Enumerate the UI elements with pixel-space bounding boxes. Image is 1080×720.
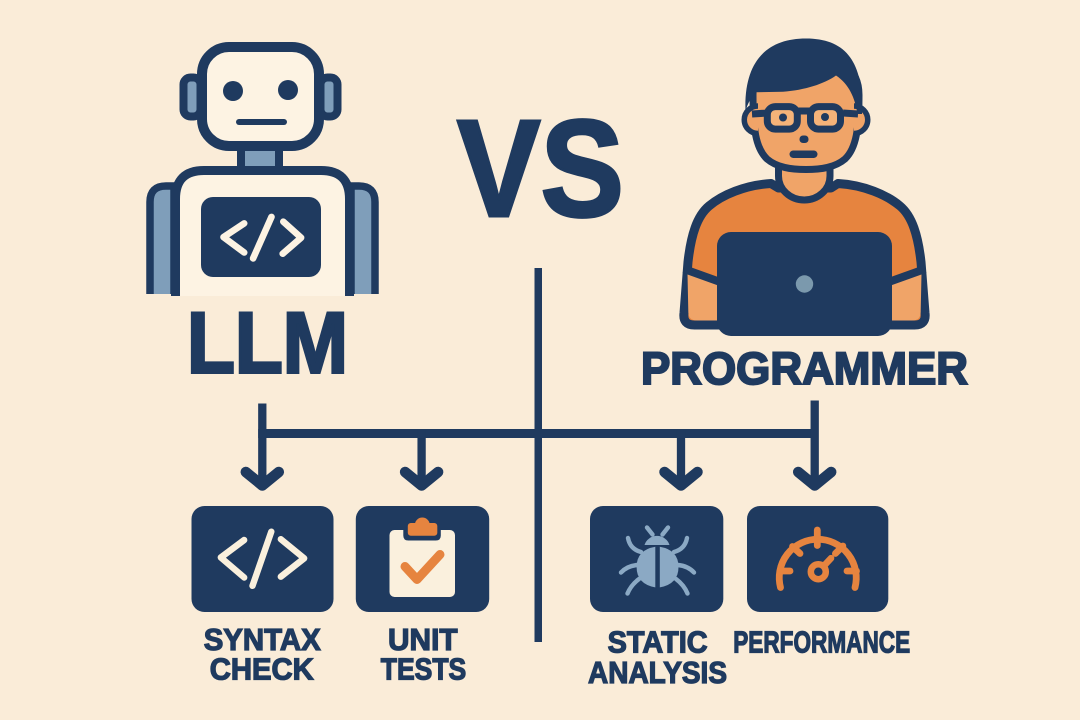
svg-text:LLM: LLM	[187, 296, 348, 392]
svg-text:CHECK: CHECK	[210, 653, 314, 687]
svg-text:STATIC: STATIC	[608, 625, 708, 659]
svg-text:SYNTAX: SYNTAX	[204, 623, 322, 657]
svg-text:UNIT: UNIT	[388, 623, 458, 657]
svg-text:TESTS: TESTS	[381, 653, 467, 687]
svg-text:ANALYSIS: ANALYSIS	[588, 656, 727, 690]
svg-text:PERFORMANCE: PERFORMANCE	[733, 625, 910, 659]
svg-text:VS: VS	[457, 92, 624, 246]
svg-text:PROGRAMMER: PROGRAMMER	[641, 343, 968, 394]
